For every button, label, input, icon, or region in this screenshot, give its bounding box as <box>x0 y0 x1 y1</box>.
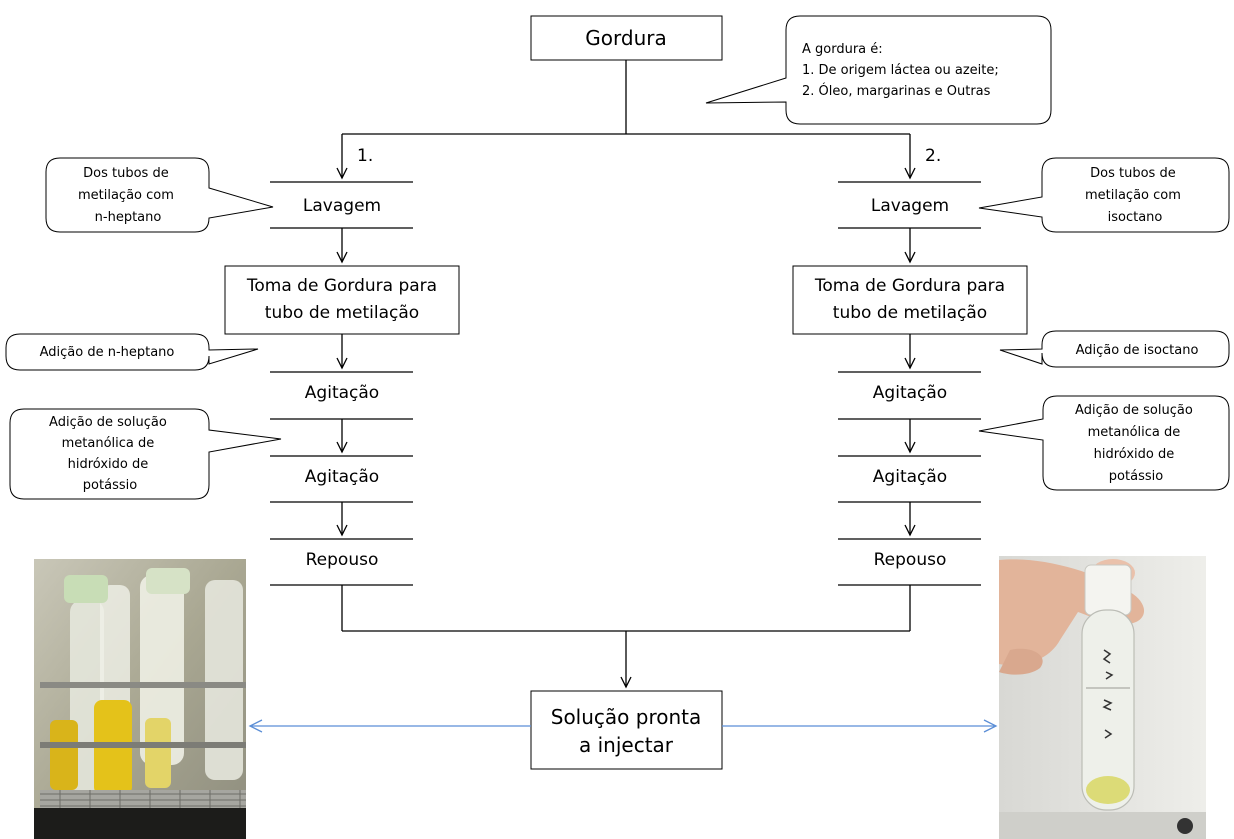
callout-left-wash <box>45 157 274 233</box>
callout-right-wash-line-3: isoctano <box>1108 210 1163 225</box>
node-gordura <box>530 15 723 61</box>
callout-left-wash-line-3: n-heptano <box>95 210 162 225</box>
callout-left-koh-line-3: hidróxido de <box>68 457 149 472</box>
callout-left-koh-text: Adição de solução metanólica de hidróxid… <box>49 415 171 493</box>
callout-right-koh-line-2: metanólica de <box>1088 425 1181 440</box>
callout-left-wash-text: Dos tubos de metilação com n-heptano <box>78 166 178 225</box>
callout-top-line-3: 2. Óleo, margarinas e Outras <box>802 83 991 99</box>
callout-right-wash <box>978 157 1230 233</box>
left-node-toma <box>224 265 460 335</box>
left-step-lavagem: Lavagem <box>303 196 381 216</box>
node-solucao-line2: a injectar <box>579 733 674 757</box>
left-node-toma-line2: tubo de metilação <box>265 303 419 323</box>
callout-top-text: A gordura é: 1. De origem láctea ou azei… <box>802 42 1003 99</box>
photo-right-hand-tube <box>999 556 1206 839</box>
right-step-lavagem: Lavagem <box>871 196 949 216</box>
callout-left-wash-line-1: Dos tubos de <box>83 166 169 181</box>
callout-right-koh <box>978 395 1230 491</box>
callout-right-wash-line-2: metilação com <box>1085 188 1181 203</box>
right-branch: Lavagem Toma de Gordura para tubo de met… <box>792 181 1028 586</box>
callout-right-koh-line-1: Adição de solução <box>1075 403 1193 418</box>
right-node-toma-line2: tubo de metilação <box>833 303 987 323</box>
branch-label-2: 2. <box>925 146 941 166</box>
callout-left-koh-line-4: potássio <box>83 478 137 493</box>
callout-left-koh-line-2: metanólica de <box>62 436 155 451</box>
callout-right-wash-line-1: Dos tubos de <box>1090 166 1176 181</box>
right-step-repouso: Repouso <box>874 550 947 570</box>
right-step-agitacao-1: Agitação <box>873 383 947 403</box>
callout-left-koh <box>9 408 282 500</box>
callout-left-add <box>5 333 259 371</box>
callout-left-add-text: Adição de n-heptano <box>40 345 175 360</box>
right-node-toma <box>792 265 1028 335</box>
callout-left-koh-line-1: Adição de solução <box>49 415 167 430</box>
left-step-agitacao-2: Agitação <box>305 467 379 487</box>
callout-right-add <box>999 330 1230 368</box>
left-branch: Lavagem Toma de Gordura para tubo de met… <box>224 181 460 586</box>
callout-right-koh-line-4: potássio <box>1109 469 1163 484</box>
left-step-repouso: Repouso <box>306 550 379 570</box>
callout-left-wash-line-2: metilação com <box>78 188 174 203</box>
callout-right-koh-line-3: hidróxido de <box>1094 447 1175 462</box>
callout-right-add-text: Adição de isoctano <box>1076 343 1199 358</box>
left-node-toma-line1: Toma de Gordura para <box>246 276 437 296</box>
left-step-agitacao-1: Agitação <box>305 383 379 403</box>
connector-lines <box>336 60 916 689</box>
callout-right-koh-text: Adição de solução metanólica de hidróxid… <box>1075 403 1197 484</box>
callout-top-line-2: 1. De origem láctea ou azeite; <box>802 63 999 78</box>
branch-label-1: 1. <box>357 146 373 166</box>
photo-left-tubes-rack <box>34 559 246 839</box>
node-solucao-line1: Solução pronta <box>551 705 702 729</box>
callout-top <box>705 15 1052 125</box>
callout-top-line-1: A gordura é: <box>802 42 883 57</box>
node-gordura-label: Gordura <box>585 26 666 50</box>
right-step-agitacao-2: Agitação <box>873 467 947 487</box>
callout-right-wash-text: Dos tubos de metilação com isoctano <box>1085 166 1185 225</box>
node-solucao <box>530 690 723 770</box>
right-node-toma-line1: Toma de Gordura para <box>814 276 1005 296</box>
